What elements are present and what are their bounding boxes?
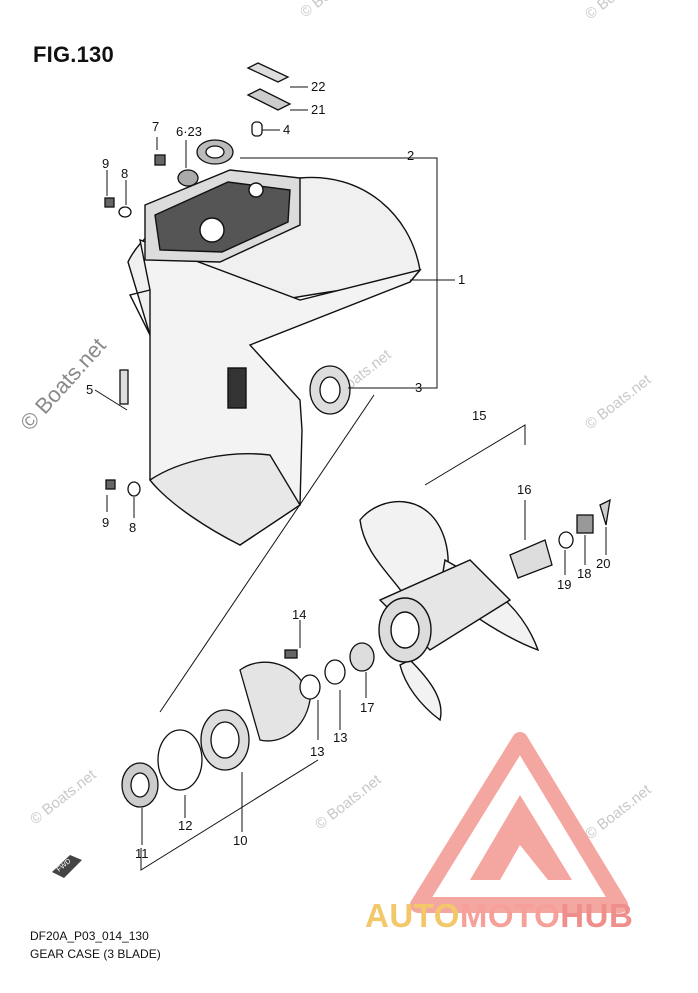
top-parts [104, 62, 351, 497]
part-14-bolt [284, 649, 298, 659]
brand-part-moto: MOTO [459, 897, 561, 934]
part-21-clip [246, 88, 292, 111]
callout-15: 15 [472, 408, 486, 423]
fwd-arrow-icon: FWD [52, 855, 82, 878]
callout-11: 11 [135, 846, 149, 861]
callout-3: 3 [415, 380, 422, 395]
prop-hardware [509, 498, 611, 579]
part-19-washer [558, 531, 574, 549]
callout-13-a: 13 [310, 744, 324, 759]
part-22-clip [246, 62, 290, 83]
callout-13-b: 13 [333, 730, 347, 745]
part-8-washer-bottom [127, 481, 141, 497]
callout-19: 19 [557, 577, 571, 592]
callout-21: 21 [311, 102, 325, 117]
callout-12: 12 [178, 818, 192, 833]
part-12-o-ring [157, 729, 203, 791]
propeller [359, 500, 540, 722]
part-9-bolt-bottom [105, 479, 116, 490]
diagram-code: DF20A_P03_014_130 [30, 929, 149, 943]
callout-1: 1 [458, 272, 465, 287]
watermark-text: © Boats.net [582, 781, 655, 843]
callout-2: 2 [407, 148, 414, 163]
watermark-text: © Boats.net [27, 766, 100, 828]
part-7-bolt [154, 154, 166, 166]
part-8-washer-top [118, 206, 132, 218]
callout-8-top: 8 [121, 166, 128, 181]
callout-20: 20 [596, 556, 610, 571]
figure-title: FIG.130 [33, 42, 114, 67]
part-5-bolt [119, 369, 129, 405]
callout-9-bottom: 9 [102, 515, 109, 530]
gear-case-housing [127, 169, 422, 546]
lower-parts [121, 642, 375, 808]
watermark-text: © Boats.net [297, 0, 370, 21]
callout-17: 17 [360, 700, 374, 715]
callouts: 22 21 4 7 6·23 2 9 8 1 5 3 15 16 9 8 20 … [86, 79, 610, 861]
brand-part-auto: AUTO [365, 897, 460, 934]
callout-8-bottom: 8 [129, 520, 136, 535]
callout-4: 4 [283, 122, 290, 137]
part-9-bolt-top [104, 197, 115, 208]
brand-logo-icon [410, 732, 628, 913]
brand-wordmark: AUTOMOTOHUB [365, 897, 633, 935]
callout-16: 16 [517, 482, 531, 497]
callout-5: 5 [86, 382, 93, 397]
watermark-large: © Boats.net [15, 333, 111, 435]
part-16-spacer [509, 539, 553, 579]
callout-22: 22 [311, 79, 325, 94]
part-4-pin [251, 121, 263, 137]
watermark-text: © Boats.net [582, 371, 655, 433]
part-10-housing [239, 661, 311, 742]
watermark-text: © Boats.net [312, 771, 385, 833]
part-13-seal-b [324, 659, 346, 685]
leader-lines [94, 86, 607, 871]
callout-14: 14 [292, 607, 306, 622]
diagram-description: GEAR CASE (3 BLADE) [30, 947, 161, 961]
part-13-seal-a [299, 674, 321, 700]
part-6-bushing [177, 169, 199, 187]
callout-9-top: 9 [102, 156, 109, 171]
watermark-text: © Boats.net [582, 0, 655, 23]
part-20-cotter-pin [599, 498, 611, 526]
callout-6-23: 6·23 [176, 124, 202, 139]
callout-7: 7 [152, 119, 159, 134]
callout-18: 18 [577, 566, 591, 581]
watermarks: © Boats.net © Boats.net © Boats.net © Bo… [15, 0, 655, 843]
part-18-nut [576, 514, 594, 534]
brand-part-hub: HUB [560, 897, 634, 934]
callout-10: 10 [233, 833, 247, 848]
part-17-washer [349, 642, 375, 672]
